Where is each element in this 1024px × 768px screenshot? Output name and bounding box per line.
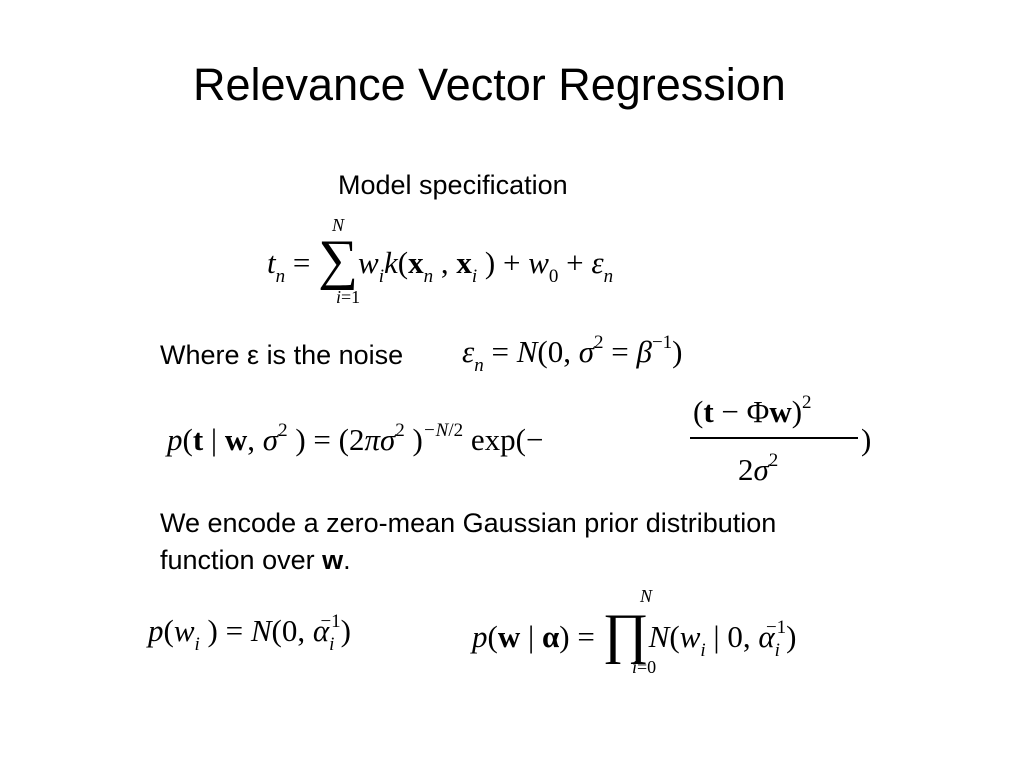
likelihood-denominator: 2σ2 [738, 450, 779, 487]
prior-text-suffix: . [343, 545, 351, 575]
equation-prior-single: p(wi ) = N(0, αi−1) [148, 611, 351, 655]
prior-text-bold-w: w [322, 545, 344, 575]
equation-model: tn = ∑wik(xn , xi ) + w0 + εn [267, 229, 614, 291]
equation-likelihood: p(t | w, σ2 ) = (2πσ2 )−N/2 exp(− [167, 420, 544, 457]
equation-prior-joint: p(w | α) = ∏N(wi | 0, αi−1) [472, 603, 797, 665]
sum-lower-limit: i=1 [336, 287, 361, 307]
slide-title: Relevance Vector Regression [193, 59, 786, 110]
prod-upper-limit: N [640, 586, 653, 606]
sum-upper-limit: N [332, 215, 345, 235]
prior-text-line1: We encode a zero-mean Gaussian prior dis… [160, 508, 777, 538]
prior-text-line2: function over w. [160, 543, 351, 578]
prior-text-prefix: function over [160, 545, 323, 575]
likelihood-close-paren: ) [861, 422, 872, 457]
noise-label: Where ε is the noise [160, 340, 404, 370]
equation-noise: εn = N(0, σ2 = β−1) [462, 332, 683, 376]
likelihood-fraction-bar [690, 437, 858, 439]
likelihood-numerator: (t − Φw)2 [693, 392, 812, 429]
model-spec-label: Model specification [338, 170, 568, 200]
prod-lower-limit: i=0 [632, 657, 657, 677]
